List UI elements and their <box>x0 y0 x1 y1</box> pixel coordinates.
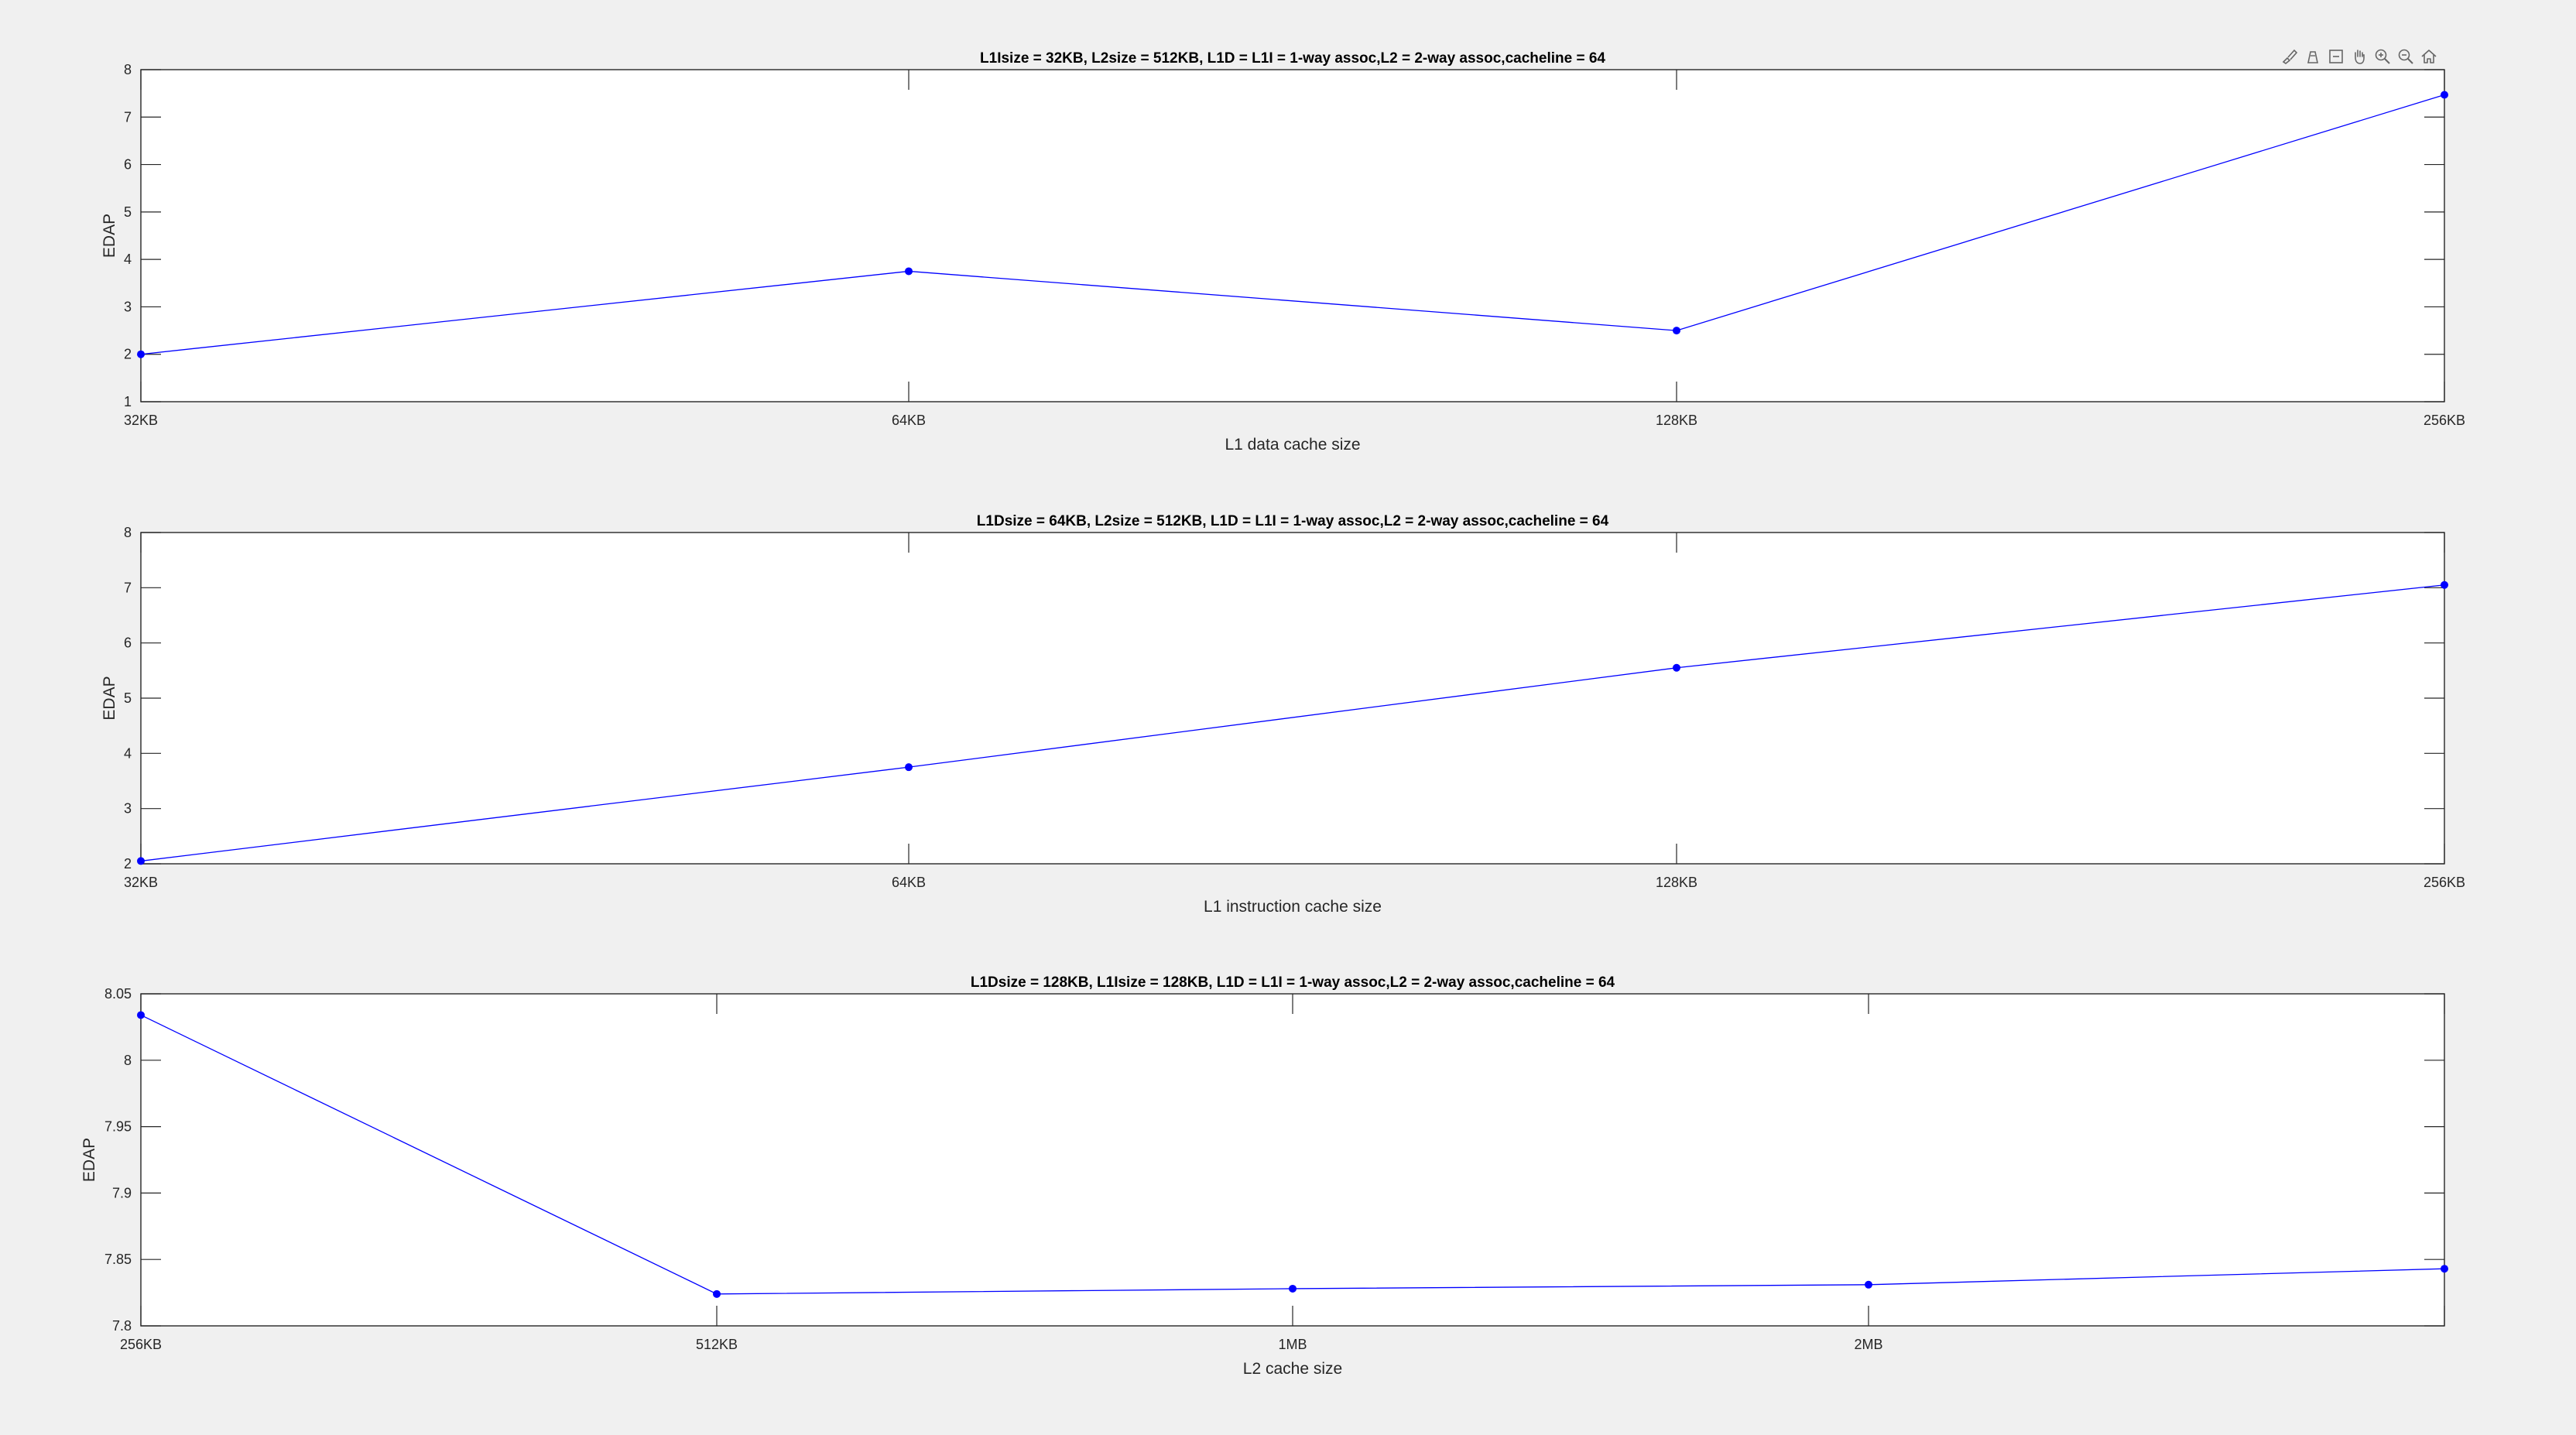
y-tick-label: 7.9 <box>112 1185 132 1200</box>
y-tick-label: 7.95 <box>104 1119 132 1135</box>
zoom-in-icon <box>2375 49 2390 64</box>
zoom-out-button[interactable] <box>2395 45 2417 68</box>
y-tick-label: 5 <box>124 690 132 706</box>
y-tick-label: 7.85 <box>104 1252 132 1267</box>
y-tick-label: 4 <box>124 252 132 267</box>
chart-title: L1Dsize = 128KB, L1Isize = 128KB, L1D = … <box>971 974 1615 991</box>
data-point[interactable] <box>1673 663 1680 672</box>
zoom-out-icon <box>2398 49 2413 64</box>
pan-button[interactable] <box>2348 45 2370 68</box>
data-point[interactable] <box>2441 1265 2448 1273</box>
data-point[interactable] <box>1289 1284 1297 1293</box>
data-point[interactable] <box>713 1289 721 1298</box>
axes-background[interactable] <box>141 70 2444 402</box>
subplot-3: 7.8 7.85 7.9 7.95 8 8.05 256KB 512KB 1MB 2MB L1Dsi… <box>80 974 2448 1378</box>
series-line <box>140 94 2445 355</box>
x-axis-label: L1 data cache size <box>1225 436 1360 454</box>
data-point[interactable] <box>2441 581 2448 589</box>
x-tick-label: 2MB <box>1854 1337 1882 1352</box>
brush-button[interactable] <box>2279 45 2300 68</box>
y-tick-label: 4 <box>124 745 132 761</box>
y-tick-label: 3 <box>124 801 132 817</box>
series-line <box>140 584 2445 862</box>
axes-frame <box>140 532 2445 865</box>
y-tick-label: 8 <box>124 525 132 540</box>
x-tick-label: 1MB <box>1278 1337 1307 1352</box>
axes-toolbar <box>2279 45 2440 70</box>
chart-title: L1Isize = 32KB, L2size = 512KB, L1D = L1… <box>980 50 1605 67</box>
subplot-1: 1 2 3 4 5 6 7 8 32KB 64KB 128KB 256KB L1Isize = 32KB… <box>101 50 2465 454</box>
y-tick-label: 6 <box>124 157 132 173</box>
y-tick-label: 5 <box>124 204 132 220</box>
restore-view-icon <box>2329 50 2343 63</box>
axes-background[interactable] <box>141 994 2444 1326</box>
x-tick-label: 256KB <box>120 1337 162 1352</box>
data-point[interactable] <box>1673 327 1680 335</box>
data-point[interactable] <box>2441 91 2448 99</box>
subplot-2: 2 3 4 5 6 7 8 32KB 64KB 128KB 256KB L1Dsize = 64KB,… <box>101 513 2465 916</box>
restore-view-button[interactable] <box>2325 45 2347 68</box>
x-tick-label: 32KB <box>124 413 158 428</box>
y-tick-label: 7.8 <box>112 1318 132 1334</box>
home-button[interactable] <box>2418 45 2440 68</box>
y-tick-label: 1 <box>124 394 132 409</box>
y-tick-label: 6 <box>124 635 132 651</box>
data-point[interactable] <box>905 763 913 772</box>
home-icon <box>2421 50 2437 63</box>
y-tick-label: 8.05 <box>104 986 132 1002</box>
y-tick-label: 8 <box>124 1053 132 1068</box>
axes-frame <box>140 993 2445 1327</box>
y-axis-label: EDAP <box>80 1138 98 1182</box>
y-tick-label: 7 <box>124 109 132 125</box>
y-tick-label: 3 <box>124 299 132 314</box>
x-tick-label: 64KB <box>892 413 926 428</box>
data-point[interactable] <box>137 857 145 865</box>
chart-title: L1Dsize = 64KB, L2size = 512KB, L1D = L1… <box>977 513 1609 529</box>
data-tips-button[interactable] <box>2302 45 2324 68</box>
axes-frame <box>140 69 2445 402</box>
x-tick-label: 512KB <box>696 1337 738 1352</box>
x-axis-label: L2 cache size <box>1243 1360 1342 1378</box>
data-point[interactable] <box>137 350 145 358</box>
pan-icon <box>2355 50 2365 64</box>
y-tick-label: 8 <box>124 62 132 77</box>
brush-icon <box>2282 49 2298 64</box>
x-axis-label: L1 instruction cache size <box>1204 898 1382 916</box>
axes-background[interactable] <box>141 533 2444 864</box>
data-point[interactable] <box>137 1011 145 1019</box>
y-tick-label: 2 <box>124 347 132 362</box>
x-tick-label: 32KB <box>124 875 158 890</box>
zoom-in-button[interactable] <box>2372 45 2393 68</box>
x-tick-label: 256KB <box>2424 875 2465 890</box>
x-tick-label: 256KB <box>2424 413 2465 428</box>
x-tick-label: 128KB <box>1656 875 1697 890</box>
data-point[interactable] <box>1865 1280 1872 1289</box>
y-axis-label: EDAP <box>101 214 118 258</box>
x-tick-label: 128KB <box>1656 413 1697 428</box>
data-point[interactable] <box>905 267 913 276</box>
y-tick-label: 2 <box>124 856 132 872</box>
data-tips-icon <box>2307 51 2318 63</box>
y-tick-label: 7 <box>124 580 132 595</box>
x-tick-label: 64KB <box>892 875 926 890</box>
y-axis-label: EDAP <box>101 676 118 720</box>
